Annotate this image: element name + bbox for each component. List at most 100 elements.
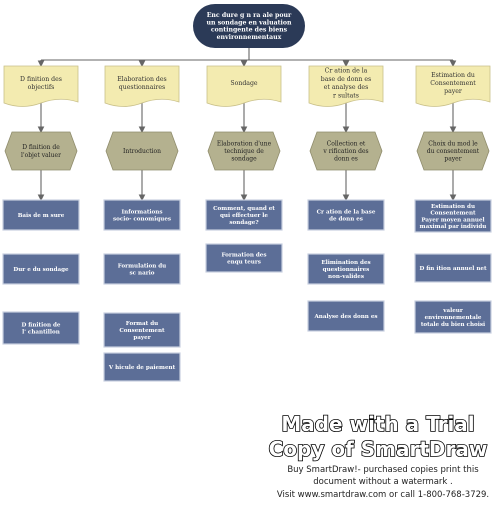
task-box-text-line: Consentement xyxy=(430,211,476,217)
task-box-shape xyxy=(103,352,181,382)
task-box-text-line: non-valides xyxy=(328,274,364,280)
step-hexagon-shape xyxy=(309,131,383,171)
task-box-text-line: payer xyxy=(133,335,150,341)
phase-flag-shape xyxy=(308,65,384,107)
step-hexagon-text-line: D finition de xyxy=(22,144,60,151)
watermark-line-4: document without a watermark . xyxy=(313,477,453,487)
watermark-line-2: Copy of SmartDraw xyxy=(269,437,488,461)
task-box-text-line: valeur xyxy=(442,308,463,314)
task-box: D fin ition annuel net xyxy=(414,253,492,283)
task-box-shape xyxy=(205,199,283,231)
phase-flag-text-line: base de donn es xyxy=(321,76,372,83)
task-box-text-line: Informations xyxy=(122,210,163,216)
step-hexagon-text-line: technique de xyxy=(224,148,264,155)
phase-flag-text-line: Sondage xyxy=(230,80,258,87)
task-box: Dur e du sondage xyxy=(2,253,80,285)
step-hexagon-text-line: du consentement xyxy=(427,148,480,155)
task-box: Bais de m sure xyxy=(2,199,80,231)
phase-flag-text-line: Estimation du xyxy=(431,72,475,79)
phase-flag-text-line: r sultats xyxy=(333,92,359,99)
task-box-text-line: questionnaires xyxy=(323,267,370,273)
task-box-shape xyxy=(307,253,385,285)
task-box-text-line: Formulation du xyxy=(118,264,167,270)
task-box-text-line: environnementale xyxy=(425,315,482,321)
task-box-text-line: de donn es xyxy=(329,216,363,222)
task-box-shape xyxy=(2,199,80,231)
task-box-text-line: Consentement xyxy=(119,328,165,334)
step-hexagon-text-line: payer xyxy=(444,156,461,163)
step-hexagon-text-line: l'objet valuer xyxy=(21,152,61,159)
phase-flag-text-line: Elaboration des xyxy=(117,76,166,83)
step-hexagon-shape xyxy=(4,131,78,171)
task-box-shape xyxy=(414,199,492,233)
task-box-text-line: Elimination des xyxy=(321,260,370,266)
root-node-text-line: un sondage en valuation xyxy=(207,19,292,26)
root-node-text-line: contingente des biens xyxy=(211,27,288,34)
step-hexagon-text-line: donn es xyxy=(334,156,358,163)
task-box-text-line: sondage? xyxy=(229,220,259,226)
task-box-text-line: Payer moyen annuel xyxy=(421,217,484,223)
watermark-line-3: Buy SmartDraw!- purchased copies print t… xyxy=(287,465,479,475)
root-node-text-line: Enc dure g n ra ale pour xyxy=(207,12,292,19)
step-hexagon-text-line: Choix du mod le xyxy=(428,140,478,147)
task-box-text-line: Cr ation de la base xyxy=(317,210,376,216)
phase-flag-text-line: D finition des xyxy=(20,76,62,83)
phase-flag-text-line: et analyse des xyxy=(324,84,369,91)
task-box: V hicule de paiement xyxy=(103,352,181,382)
watermark: Made with a Trial Copy of SmartDraw Buy … xyxy=(268,411,489,500)
task-box-text-line: sc nario xyxy=(130,270,155,276)
step-hexagon-text-line: Collection et xyxy=(327,140,366,147)
step-hexagon-text-line: Introduction xyxy=(123,148,161,155)
phase-flag-text-line: Consentement xyxy=(430,80,476,87)
step-hexagon-text-line: sondage xyxy=(231,156,257,163)
task-box-text-line: totale du bien choisi xyxy=(421,322,485,328)
task-box-text-line: Analyse des donn es xyxy=(313,314,377,320)
task-box-text-line: D fin ition annuel net xyxy=(419,266,487,272)
step-hexagon-shape xyxy=(416,131,490,171)
phase-flag-shape xyxy=(3,65,79,107)
task-box-text-line: V hicule de paiement xyxy=(108,365,176,371)
task-box-text-line: enqu teurs xyxy=(227,259,261,265)
task-box-text-line: Format du xyxy=(126,321,158,327)
step-hexagon-text-line: Elaboration d'une xyxy=(217,140,272,147)
phase-flag-text-line: questionnaires xyxy=(119,84,165,91)
task-box-text-line: socio- conomiques xyxy=(113,216,171,222)
task-box-text-line: Dur e du sondage xyxy=(13,267,69,273)
task-box-text-line: D finition de xyxy=(22,323,61,329)
root-node-shape xyxy=(193,4,305,48)
step-hexagon-text-line: v rification des xyxy=(322,148,368,155)
phase-flag-shape xyxy=(206,65,282,107)
task-box-text-line: l' chantillon xyxy=(22,329,60,335)
task-box-text-line: Bais de m sure xyxy=(18,213,65,219)
task-box-shape xyxy=(307,199,385,231)
task-box-shape xyxy=(103,312,181,348)
phase-flag-shape xyxy=(415,65,491,107)
task-box: Analyse des donn es xyxy=(307,300,385,332)
task-box: D finition del' chantillon xyxy=(2,311,80,345)
phase-flag-shape xyxy=(104,65,180,107)
task-box-shape xyxy=(307,300,385,332)
task-box-shape xyxy=(2,311,80,345)
connectors xyxy=(37,48,457,202)
task-box-text-line: Estimation du xyxy=(431,204,475,210)
step-hexagon-shape xyxy=(207,131,281,171)
step-hexagon-2: Introduction xyxy=(105,131,179,171)
task-box-shape xyxy=(103,199,181,231)
task-box-shape xyxy=(414,300,492,334)
